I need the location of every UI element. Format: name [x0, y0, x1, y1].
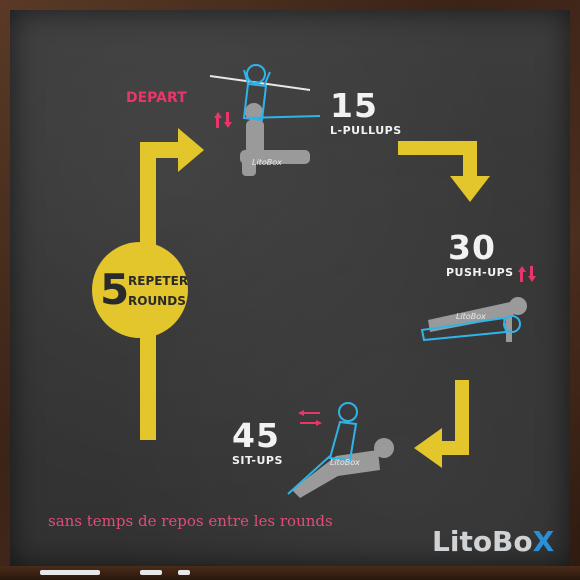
- arrow-to-pushups: [398, 141, 477, 178]
- figure-watermark: LitoBox: [330, 458, 360, 467]
- brand-name: LitoBo: [432, 525, 533, 558]
- start-label: DEPART: [126, 90, 187, 106]
- arrow-to-situps: [440, 380, 469, 455]
- lpullup-outline: [242, 64, 321, 122]
- situp-outline: [287, 402, 358, 495]
- arrow-to-situps-head: [414, 428, 442, 468]
- chalk-piece: [178, 570, 190, 575]
- loop-arrowhead: [178, 128, 204, 172]
- brand-logo: LitoBoX: [432, 525, 554, 558]
- tagline: sans temps de repos entre les rounds: [48, 512, 333, 530]
- brand-mark: X: [532, 525, 555, 558]
- lpullup-motion-arrows: [214, 112, 232, 128]
- loop-arrow: [140, 142, 180, 440]
- chalk-ledge: [0, 566, 580, 580]
- figure-watermark: LitoBox: [456, 312, 486, 321]
- pushup-outline: [420, 315, 521, 342]
- step-1-count: 15: [330, 86, 378, 125]
- situp-motion-arrows: [298, 410, 322, 426]
- arrow-to-pushups-head: [450, 176, 490, 202]
- step-3-count: 45: [232, 416, 280, 455]
- repeat-label-1: REPETER: [128, 274, 189, 288]
- figure-watermark: LitoBox: [252, 158, 282, 167]
- step-2-exercise: PUSH-UPS: [446, 266, 514, 279]
- step-1-exercise: L-PULLUPS: [330, 124, 402, 137]
- repeat-label-2: ROUNDS: [128, 294, 186, 308]
- chalk-piece: [140, 570, 162, 575]
- pushup-figure: [428, 297, 527, 342]
- lpullup-figure: [240, 103, 310, 176]
- step-2-count: 30: [448, 228, 496, 267]
- repeat-badge: [92, 242, 188, 338]
- chalk-piece: [40, 570, 100, 575]
- repeat-number: 5: [100, 265, 130, 314]
- step-3-exercise: SIT-UPS: [232, 454, 283, 467]
- pushup-motion-arrows: [518, 266, 536, 282]
- situp-figure: [292, 438, 394, 498]
